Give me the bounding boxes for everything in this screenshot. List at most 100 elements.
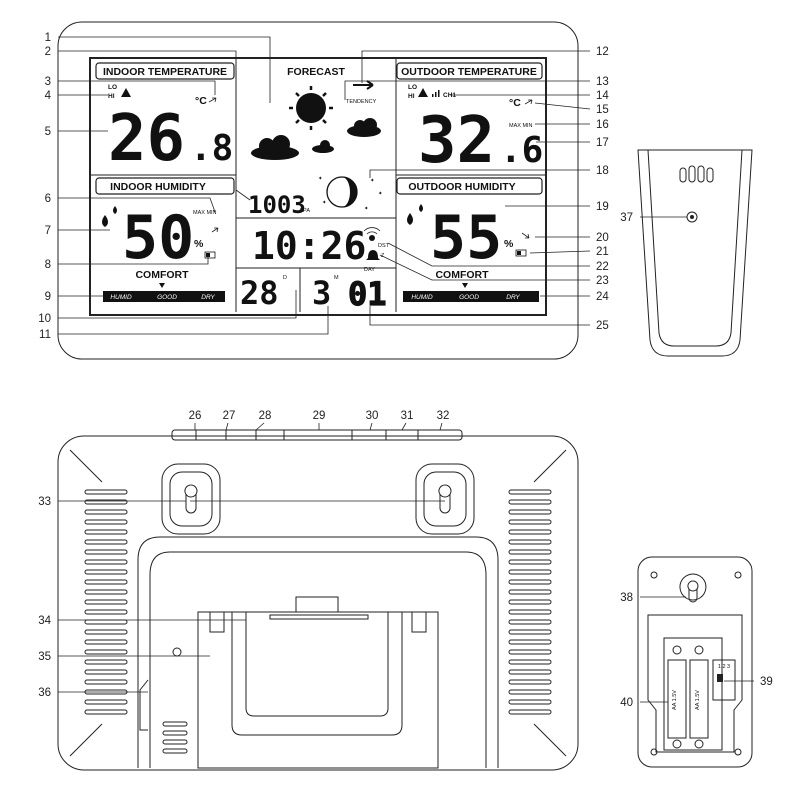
battery-icon-2: AA 1.5V xyxy=(689,645,709,749)
signal-icon xyxy=(432,90,440,97)
comfort-bar-humid: HUMID xyxy=(110,294,132,301)
humidity-trend-icon xyxy=(211,227,219,233)
battery-label-1: AA 1.5V xyxy=(672,690,678,710)
max-min-outdoor: MAX MIN xyxy=(509,123,533,129)
pressure-unit: hPA xyxy=(300,208,310,214)
moon-temperature-unit: D xyxy=(283,275,287,281)
indoor-temp-unit: °C xyxy=(195,95,207,107)
callout-27: 27 xyxy=(223,410,236,422)
dst-indicator: DST xyxy=(378,243,390,249)
dc-jack-icon xyxy=(139,679,149,731)
callout-22: 22 xyxy=(596,261,609,273)
callout-17: 17 xyxy=(596,137,609,149)
sensor-hang-hole xyxy=(679,573,707,601)
callout-5: 5 xyxy=(45,126,51,138)
callout-30: 30 xyxy=(366,410,379,422)
leader-lines xyxy=(58,36,754,703)
indoor-humidity-value: 50 xyxy=(122,203,194,273)
callout-23: 23 xyxy=(596,275,609,287)
day-label: DAY xyxy=(364,267,375,273)
channel-label: CH1 xyxy=(443,92,456,99)
callout-14: 14 xyxy=(596,90,609,102)
svg-text:✦: ✦ xyxy=(378,190,383,197)
alert-icon xyxy=(121,88,131,97)
channel-switch: 1 2 3 xyxy=(712,659,736,701)
callout-11: 11 xyxy=(39,329,51,341)
svg-text:✦: ✦ xyxy=(318,175,323,182)
outdoor-comfort-bar-dry: DRY xyxy=(506,294,520,301)
max-min-indoor: MAX MIN xyxy=(193,210,217,216)
remote-sensor-front xyxy=(637,149,753,357)
callout-18: 18 xyxy=(596,165,609,177)
indoor-comfort-label: COMFORT xyxy=(135,269,189,281)
callout-40: 40 xyxy=(620,697,633,709)
callout-21: 21 xyxy=(596,246,609,258)
month-label: M xyxy=(334,275,339,281)
callout-38: 38 xyxy=(620,592,633,604)
outdoor-humidity-value: 55 xyxy=(430,203,502,273)
callout-32: 32 xyxy=(437,410,450,422)
battery-cover xyxy=(197,596,439,769)
radio-signal-icon xyxy=(363,227,381,241)
moon-temperature: 28 xyxy=(240,274,279,312)
battery-icon-outdoor xyxy=(515,249,527,257)
lo-indicator-outdoor: LO xyxy=(408,84,417,91)
callout-3: 3 xyxy=(45,76,51,88)
callout-6: 6 xyxy=(45,193,51,205)
svg-text:✦: ✦ xyxy=(322,199,327,206)
trend-arrow-icon-outdoor xyxy=(524,99,533,105)
indoor-comfort-bar xyxy=(103,291,225,302)
main-unit-front: INDOOR TEMPERATURE FORECAST OUTDOOR TEMP… xyxy=(57,21,579,360)
callout-10: 10 xyxy=(38,313,51,325)
callout-36: 36 xyxy=(38,687,51,699)
droplet-icon xyxy=(102,215,108,227)
callout-1: 1 xyxy=(45,32,51,44)
hi-indicator-outdoor: HI xyxy=(408,93,415,100)
callout-34: 34 xyxy=(38,615,51,627)
pressure-value: 1003 xyxy=(248,191,306,219)
callout-28: 28 xyxy=(259,410,272,422)
sensor-vent-icon xyxy=(679,165,714,183)
comfort-pointer-icon xyxy=(159,283,165,288)
month-value: 3 xyxy=(312,274,331,312)
callout-29: 29 xyxy=(313,410,326,422)
callout-26: 26 xyxy=(189,410,202,422)
callout-20: 20 xyxy=(596,232,609,244)
battery-icon xyxy=(204,251,216,259)
tendency-label: TENDENCY xyxy=(346,99,377,105)
callout-8: 8 xyxy=(45,259,51,271)
main-unit-back xyxy=(57,429,579,771)
outdoor-comfort-label: COMFORT xyxy=(435,269,489,281)
vent-slots-right xyxy=(508,489,552,715)
remote-sensor-back: AA 1.5V AA 1.5V 1 2 3 xyxy=(637,556,753,768)
callout-31: 31 xyxy=(401,410,414,422)
alarm-bell-icon xyxy=(366,250,380,260)
callout-25: 25 xyxy=(596,320,609,332)
channel-switch-label: 1 2 3 xyxy=(718,664,730,670)
indoor-humidity-percent: % xyxy=(194,238,204,250)
moon-phase-icon: ✦✦ ✦✦✦ xyxy=(318,175,383,212)
callout-15: 15 xyxy=(596,104,609,116)
vent-slots-left xyxy=(84,489,128,715)
callout-12: 12 xyxy=(596,46,609,58)
callout-13: 13 xyxy=(596,76,609,88)
callout-33: 33 xyxy=(38,496,51,508)
callout-35: 35 xyxy=(38,651,51,663)
callout-2: 2 xyxy=(45,46,51,58)
sun-icon xyxy=(289,86,333,130)
outdoor-comfort-bar-good: GOOD xyxy=(459,294,479,301)
outdoor-humidity-trend-icon xyxy=(521,232,530,239)
tendency-arrow-icon xyxy=(353,80,374,90)
comfort-bar-good: GOOD xyxy=(157,294,177,301)
alert-icon-outdoor xyxy=(418,88,428,97)
outdoor-comfort-bar-humid: HUMID xyxy=(411,294,433,301)
droplet-icon-outdoor-small xyxy=(419,204,423,212)
outdoor-temperature-title: OUTDOOR TEMPERATURE xyxy=(401,66,537,78)
day-value: 01 xyxy=(348,275,387,313)
indoor-temperature-value: 26 xyxy=(108,102,185,176)
callout-16: 16 xyxy=(596,119,609,131)
indoor-temperature-title: INDOOR TEMPERATURE xyxy=(103,66,227,78)
callout-19: 19 xyxy=(596,201,609,213)
time-display: 10:26 xyxy=(252,224,366,268)
